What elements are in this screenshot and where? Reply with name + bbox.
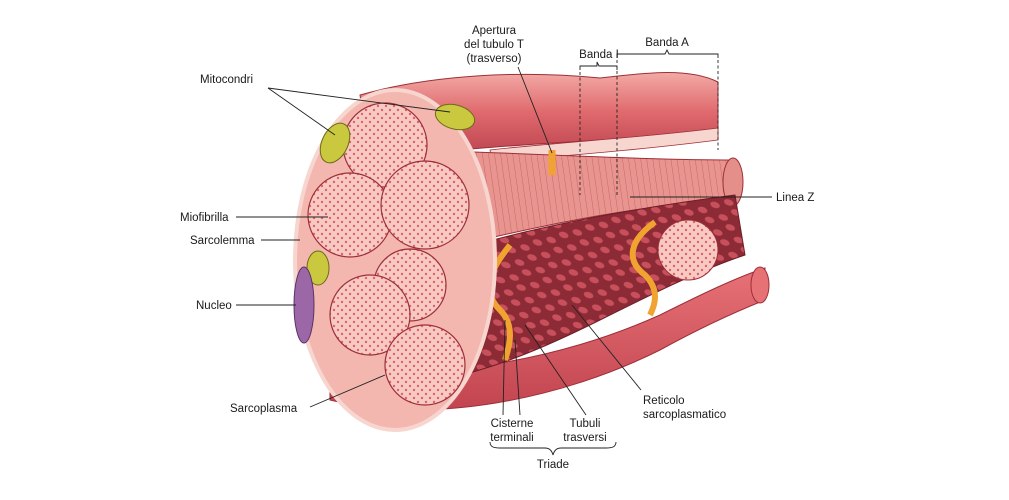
label-triade: Triade	[537, 459, 569, 471]
label-cisterne-2: terminali	[490, 432, 533, 444]
t-tubule-2	[629, 219, 658, 317]
label-apertura-1: Apertura	[472, 25, 517, 37]
text-labels: Apertura del tubulo T (trasverso) Banda …	[180, 25, 814, 471]
sarcolemma-lower-end	[750, 266, 770, 304]
nucleus	[293, 266, 315, 344]
label-linea-z: Linea Z	[776, 192, 814, 204]
label-tubuli-1: Tubuli	[570, 418, 601, 430]
label-sarcoplasma: Sarcoplasma	[230, 403, 298, 415]
label-mitocondri: Mitocondri	[200, 74, 253, 86]
label-cisterne-1: Cisterne	[491, 418, 534, 430]
myofibril-cross	[384, 324, 466, 406]
illustration	[293, 72, 770, 432]
myofibril-right-cross	[657, 219, 719, 281]
label-nucleo: Nucleo	[196, 300, 232, 312]
mitochondrion	[319, 122, 351, 164]
label-sarcolemma: Sarcolemma	[190, 235, 255, 247]
label-reticolo-2: sarcoplasmatico	[643, 409, 726, 421]
myofibril-cross	[307, 172, 393, 258]
label-apertura-2: del tubulo T	[464, 39, 524, 51]
label-tubuli-2: trasversi	[563, 432, 606, 444]
myofibril-cross	[380, 160, 470, 250]
label-banda-i: Banda I	[579, 49, 619, 61]
label-apertura-3: (trasverso)	[467, 53, 522, 65]
label-reticolo-1: Reticolo	[643, 395, 685, 407]
sarcolemma-rim	[293, 88, 497, 432]
label-miofibrilla: Miofibrilla	[180, 212, 229, 224]
mitochondrion	[434, 103, 476, 131]
leader-lines	[236, 48, 772, 456]
myofibril-cross	[329, 274, 411, 356]
label-banda-a: Banda A	[645, 37, 689, 49]
